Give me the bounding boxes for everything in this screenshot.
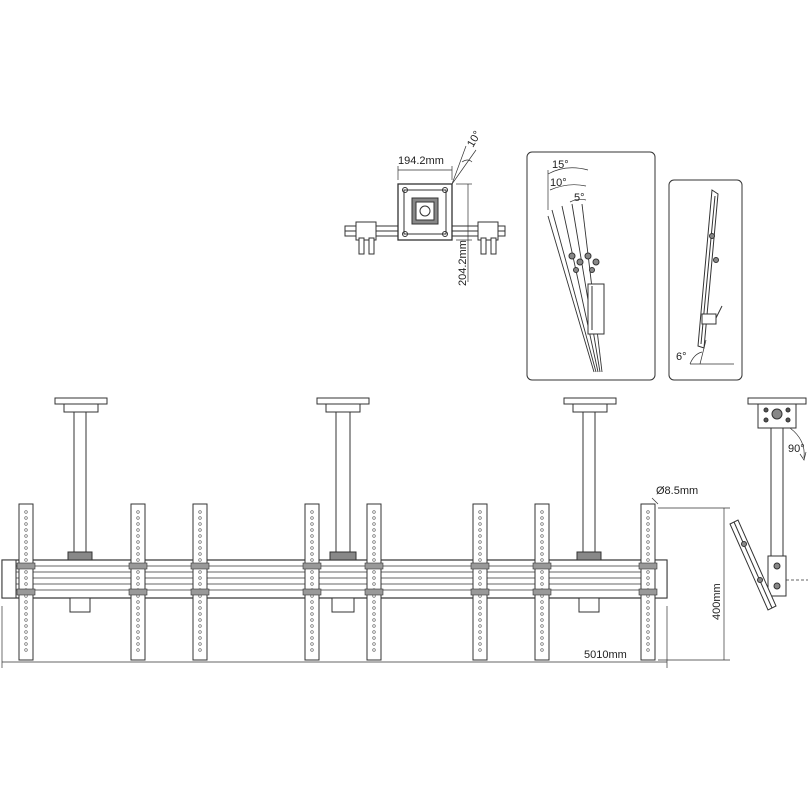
screen-bracket: [16, 503, 36, 661]
hole-diameter-label: Ø8.5mm: [656, 485, 699, 497]
tilt-15-label: 15°: [552, 159, 569, 171]
tilt-5-label: 5°: [574, 192, 585, 204]
screen-bracket: [128, 503, 148, 661]
tilt-detail-panel: [526, 151, 656, 381]
side-tilt-angle-label: 6°: [676, 351, 687, 363]
vertical-brackets: [16, 503, 658, 661]
ceiling-pole-2: [316, 397, 370, 613]
side-rotation-label: 90°: [788, 443, 805, 455]
side-tilt-panel: [668, 179, 743, 381]
tilt-10-label: 10°: [550, 177, 567, 189]
screen-bracket: [638, 503, 658, 661]
screen-bracket: [364, 503, 384, 661]
front-view-rail: [1, 559, 668, 599]
ceiling-pole-3: [563, 397, 617, 613]
ceiling-pole-1: [54, 397, 108, 613]
top-height-dimension-label: 204.2mm: [457, 240, 469, 286]
screen-bracket: [302, 503, 322, 661]
top-width-dimension-label: 194.2mm: [398, 155, 444, 167]
front-dimensions: [1, 497, 730, 668]
length-dimension-label: 5010mm: [584, 649, 627, 661]
screen-bracket: [190, 503, 210, 661]
screen-bracket: [532, 503, 552, 661]
height-dimension-label: 400mm: [711, 583, 723, 620]
screen-bracket: [470, 503, 490, 661]
top-view-bracket: [344, 145, 506, 282]
side-view: [729, 397, 808, 611]
